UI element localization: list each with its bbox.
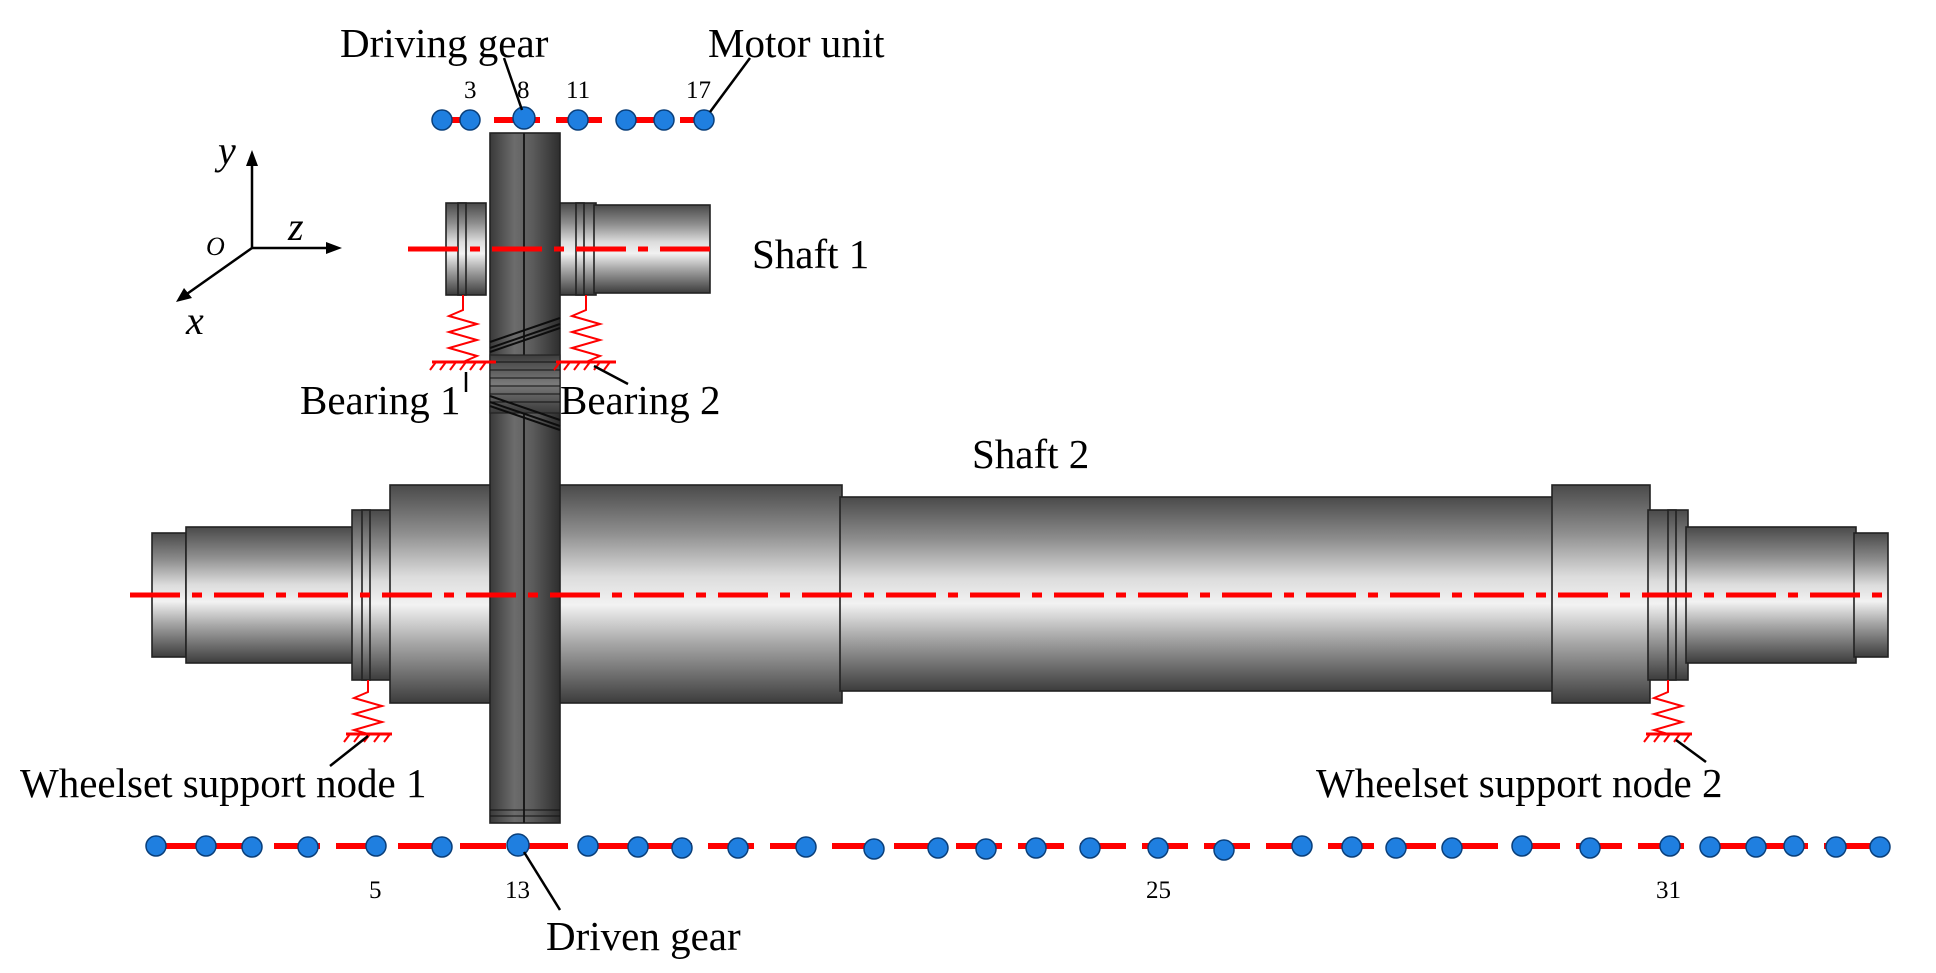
node: [297, 836, 319, 858]
node: [195, 835, 217, 857]
node: [693, 109, 715, 131]
wheelset-support-node-2-label: Wheelset support node 2: [1316, 760, 1722, 806]
motor-unit-label: Motor unit: [708, 20, 885, 66]
node: [145, 835, 167, 857]
driving-gear-label: Driving gear: [340, 20, 549, 66]
top-node-number-3: 3: [464, 77, 477, 104]
node: [567, 109, 589, 131]
node: [1025, 837, 1047, 859]
node: [1511, 835, 1533, 857]
node: [506, 833, 530, 857]
node: [863, 838, 885, 860]
bearing-2-spring: [553, 295, 616, 371]
node: [1783, 835, 1805, 857]
node: [627, 836, 649, 858]
node: [577, 835, 599, 857]
node: [975, 838, 997, 860]
node: [1213, 839, 1235, 861]
node: [1659, 835, 1681, 857]
node: [1441, 837, 1463, 859]
bottom-node-line: [145, 833, 1891, 861]
bottom-node-number-13: 13: [505, 877, 530, 904]
node: [512, 106, 536, 130]
node: [927, 837, 949, 859]
top-node-number-17: 17: [686, 77, 711, 104]
node: [653, 109, 675, 131]
node: [459, 109, 481, 131]
node: [1699, 836, 1721, 858]
axis-z-label: z: [287, 204, 304, 249]
node: [241, 836, 263, 858]
node: [671, 837, 693, 859]
bottom-node-number-25: 25: [1146, 877, 1171, 904]
shaft-2-label: Shaft 2: [972, 431, 1089, 477]
bottom-node-number-31: 31: [1656, 877, 1681, 904]
node: [1825, 836, 1847, 858]
node: [727, 837, 749, 859]
node: [1579, 837, 1601, 859]
node: [1079, 837, 1101, 859]
axis-origin-label: O: [206, 232, 225, 261]
leader-lines: [329, 57, 1707, 911]
node: [1745, 836, 1767, 858]
driven-gear-label: Driven gear: [546, 913, 741, 959]
wheelset-support-node-1-label: Wheelset support node 1: [20, 760, 426, 806]
bearing-1-label: Bearing 1: [300, 377, 461, 423]
shaft-1-label: Shaft 1: [752, 231, 869, 277]
node: [1869, 836, 1891, 858]
node: [1385, 837, 1407, 859]
wheelset-support-2-spring: [1643, 680, 1692, 743]
node: [1147, 837, 1169, 859]
node: [365, 835, 387, 857]
axis-x-label: x: [185, 298, 204, 343]
top-node-number-8: 8: [517, 77, 530, 104]
top-node-number-11: 11: [566, 77, 590, 104]
bearing-1-spring: [429, 295, 496, 371]
top-node-line: [431, 106, 715, 131]
node: [431, 109, 453, 131]
gear-pair: [489, 132, 561, 824]
node: [1341, 836, 1363, 858]
axis-y-label: y: [214, 128, 236, 173]
node: [615, 109, 637, 131]
bottom-node-number-5: 5: [369, 877, 382, 904]
node: [795, 836, 817, 858]
bearing-2-label: Bearing 2: [560, 377, 721, 423]
node: [1291, 835, 1313, 857]
coordinate-axes: y z x O: [176, 128, 342, 343]
wheelset-support-1-spring: [343, 680, 392, 743]
node: [431, 836, 453, 858]
